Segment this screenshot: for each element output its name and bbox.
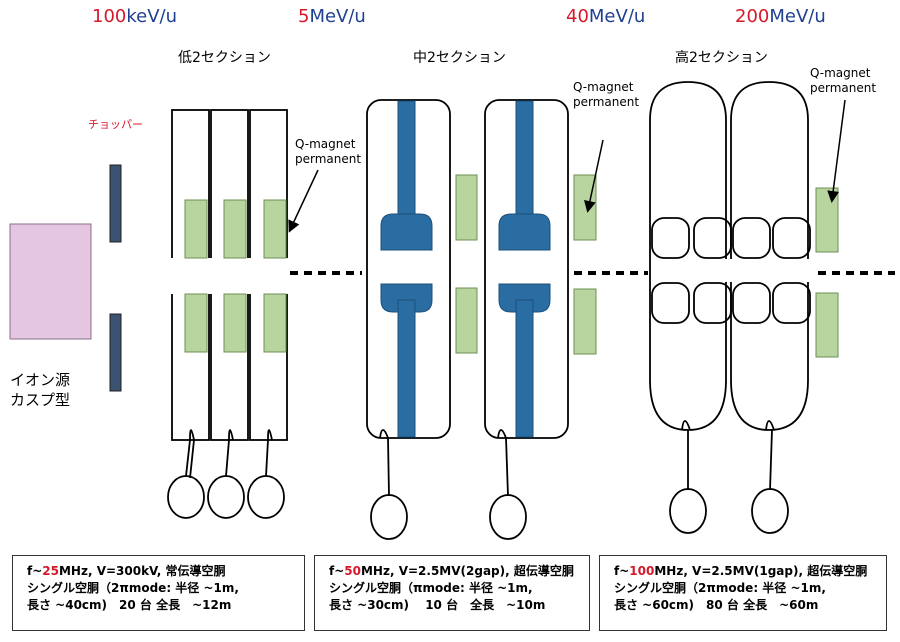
low-quad-1-top	[184, 199, 208, 259]
info-box-high: f~100MHz, V=2.5MV(1gap), 超伝導空胴 シングル空胴（2π…	[599, 555, 887, 631]
high-section-cavities	[649, 81, 811, 431]
mid-coupler-loop-2	[489, 494, 527, 540]
info-high-f-num: 100	[629, 564, 655, 578]
section-title-high: 高2セクション	[675, 50, 768, 66]
energy-label-2: 5MeV/u	[298, 6, 366, 27]
low-quad-2-bottom	[223, 293, 247, 353]
arrow-low	[288, 169, 319, 233]
info-high-line1: f~100MHz, V=2.5MV(1gap), 超伝導空胴	[614, 563, 886, 580]
info-high-line2: シングル空胴（2πmode: 半径 ~1m,	[614, 581, 826, 595]
energy-4-value: 200	[735, 6, 770, 27]
info-low-line1-rest: MHz, V=300kV, 常伝導空胴	[58, 564, 226, 578]
low-quad-1-bottom	[184, 293, 208, 353]
low-coupler-loop-3	[247, 475, 285, 519]
info-mid-line1: f~50MHz, V=2.5MV(2gap), 超伝導空胴	[329, 563, 589, 580]
info-high-line1-rest: MHz, V=2.5MV(1gap), 超伝導空胴	[654, 564, 868, 578]
mid-quad-2-bottom	[573, 288, 597, 355]
qmagnet-arrows	[288, 99, 846, 233]
low-quad-3-top	[263, 199, 287, 259]
info-low-f-num: 25	[42, 564, 59, 578]
mid-quads	[455, 174, 597, 355]
info-low-line3: 長さ ~40cm) 20 台 全長 ~12m	[27, 598, 232, 612]
energy-label-4: 200MeV/u	[735, 6, 826, 27]
info-mid-line1-rest: MHz, V=2.5MV(2gap), 超伝導空胴	[360, 564, 574, 578]
info-high-line3: 長さ ~60cm) 80 台 全長 ~60m	[614, 598, 819, 612]
info-low-f-prefix: f~	[27, 564, 43, 578]
mid-quad-1-bottom	[455, 287, 478, 354]
energy-4-unit: MeV/u	[769, 6, 826, 27]
mid-section-cavities	[366, 99, 569, 439]
info-box-low: f~25MHz, V=300kV, 常伝導空胴 シングル空胴（2πmode: 半…	[12, 555, 305, 631]
info-mid-line2: シングル空胴（πmode: 半径 ~1m,	[329, 581, 533, 595]
mid-coupler-loop-1	[370, 494, 408, 540]
high-quad-bottom	[815, 292, 839, 358]
mid-drift-tubes	[380, 100, 551, 438]
energy-1-value: 100	[92, 6, 127, 27]
mid-cavity-2	[484, 99, 569, 439]
energy-3-unit: MeV/u	[588, 6, 646, 27]
qmagnet-label-low: Q-magnet permanent	[295, 137, 362, 166]
info-high-f-prefix: f~	[614, 564, 630, 578]
high-coupler-loop-2	[751, 488, 789, 534]
chopper-plate-top	[109, 164, 122, 243]
arrow-mid	[584, 139, 604, 213]
energy-1-unit: keV/u	[126, 6, 178, 27]
high-quads	[815, 187, 839, 358]
qmagnet-label-mid: Q-magnet permanent	[573, 80, 640, 109]
section-title-mid: 中2セクション	[413, 50, 506, 66]
chopper-plate-bottom	[109, 313, 122, 392]
high-gap-mask	[652, 259, 810, 282]
energy-label-3: 40MeV/u	[566, 6, 645, 27]
mid-couplers	[370, 429, 527, 540]
low-coupler-loop-2	[207, 475, 245, 519]
energy-2-value: 5	[298, 6, 310, 27]
info-mid-line3: 長さ ~30cm) 10 台 全長 ~10m	[329, 598, 546, 612]
info-low-line2: シングル空胴（2πmode: 半径 ~1m,	[27, 581, 239, 595]
high-quad-top	[815, 187, 839, 253]
low-quad-3-bottom	[263, 293, 287, 353]
low-beam-gap	[168, 258, 292, 294]
mid-quad-1-top	[455, 174, 478, 241]
high-couplers	[669, 420, 789, 534]
energy-2-unit: MeV/u	[309, 6, 366, 27]
low-coupler-loop-1	[167, 475, 205, 519]
info-low-line1: f~25MHz, V=300kV, 常伝導空胴	[27, 563, 304, 580]
energy-label-1: 100keV/u	[92, 6, 177, 27]
arrow-high	[827, 99, 846, 203]
high-coupler-loop-1	[669, 488, 707, 534]
chopper-label: チョッパー	[88, 118, 143, 131]
mid-cavity-1	[366, 99, 451, 439]
low-couplers	[167, 429, 285, 519]
info-mid-f-prefix: f~	[329, 564, 345, 578]
section-title-low: 低2セクション	[178, 50, 271, 66]
low-quad-2-top	[223, 199, 247, 259]
ion-source-block	[9, 223, 92, 340]
low-quads	[184, 199, 287, 353]
energy-3-value: 40	[566, 6, 589, 27]
ion-source-label: イオン源 カスプ型	[10, 371, 71, 409]
info-box-mid: f~50MHz, V=2.5MV(2gap), 超伝導空胴 シングル空胴（πmo…	[314, 555, 590, 631]
qmagnet-label-high: Q-magnet permanent	[810, 66, 877, 95]
info-mid-f-num: 50	[344, 564, 361, 578]
